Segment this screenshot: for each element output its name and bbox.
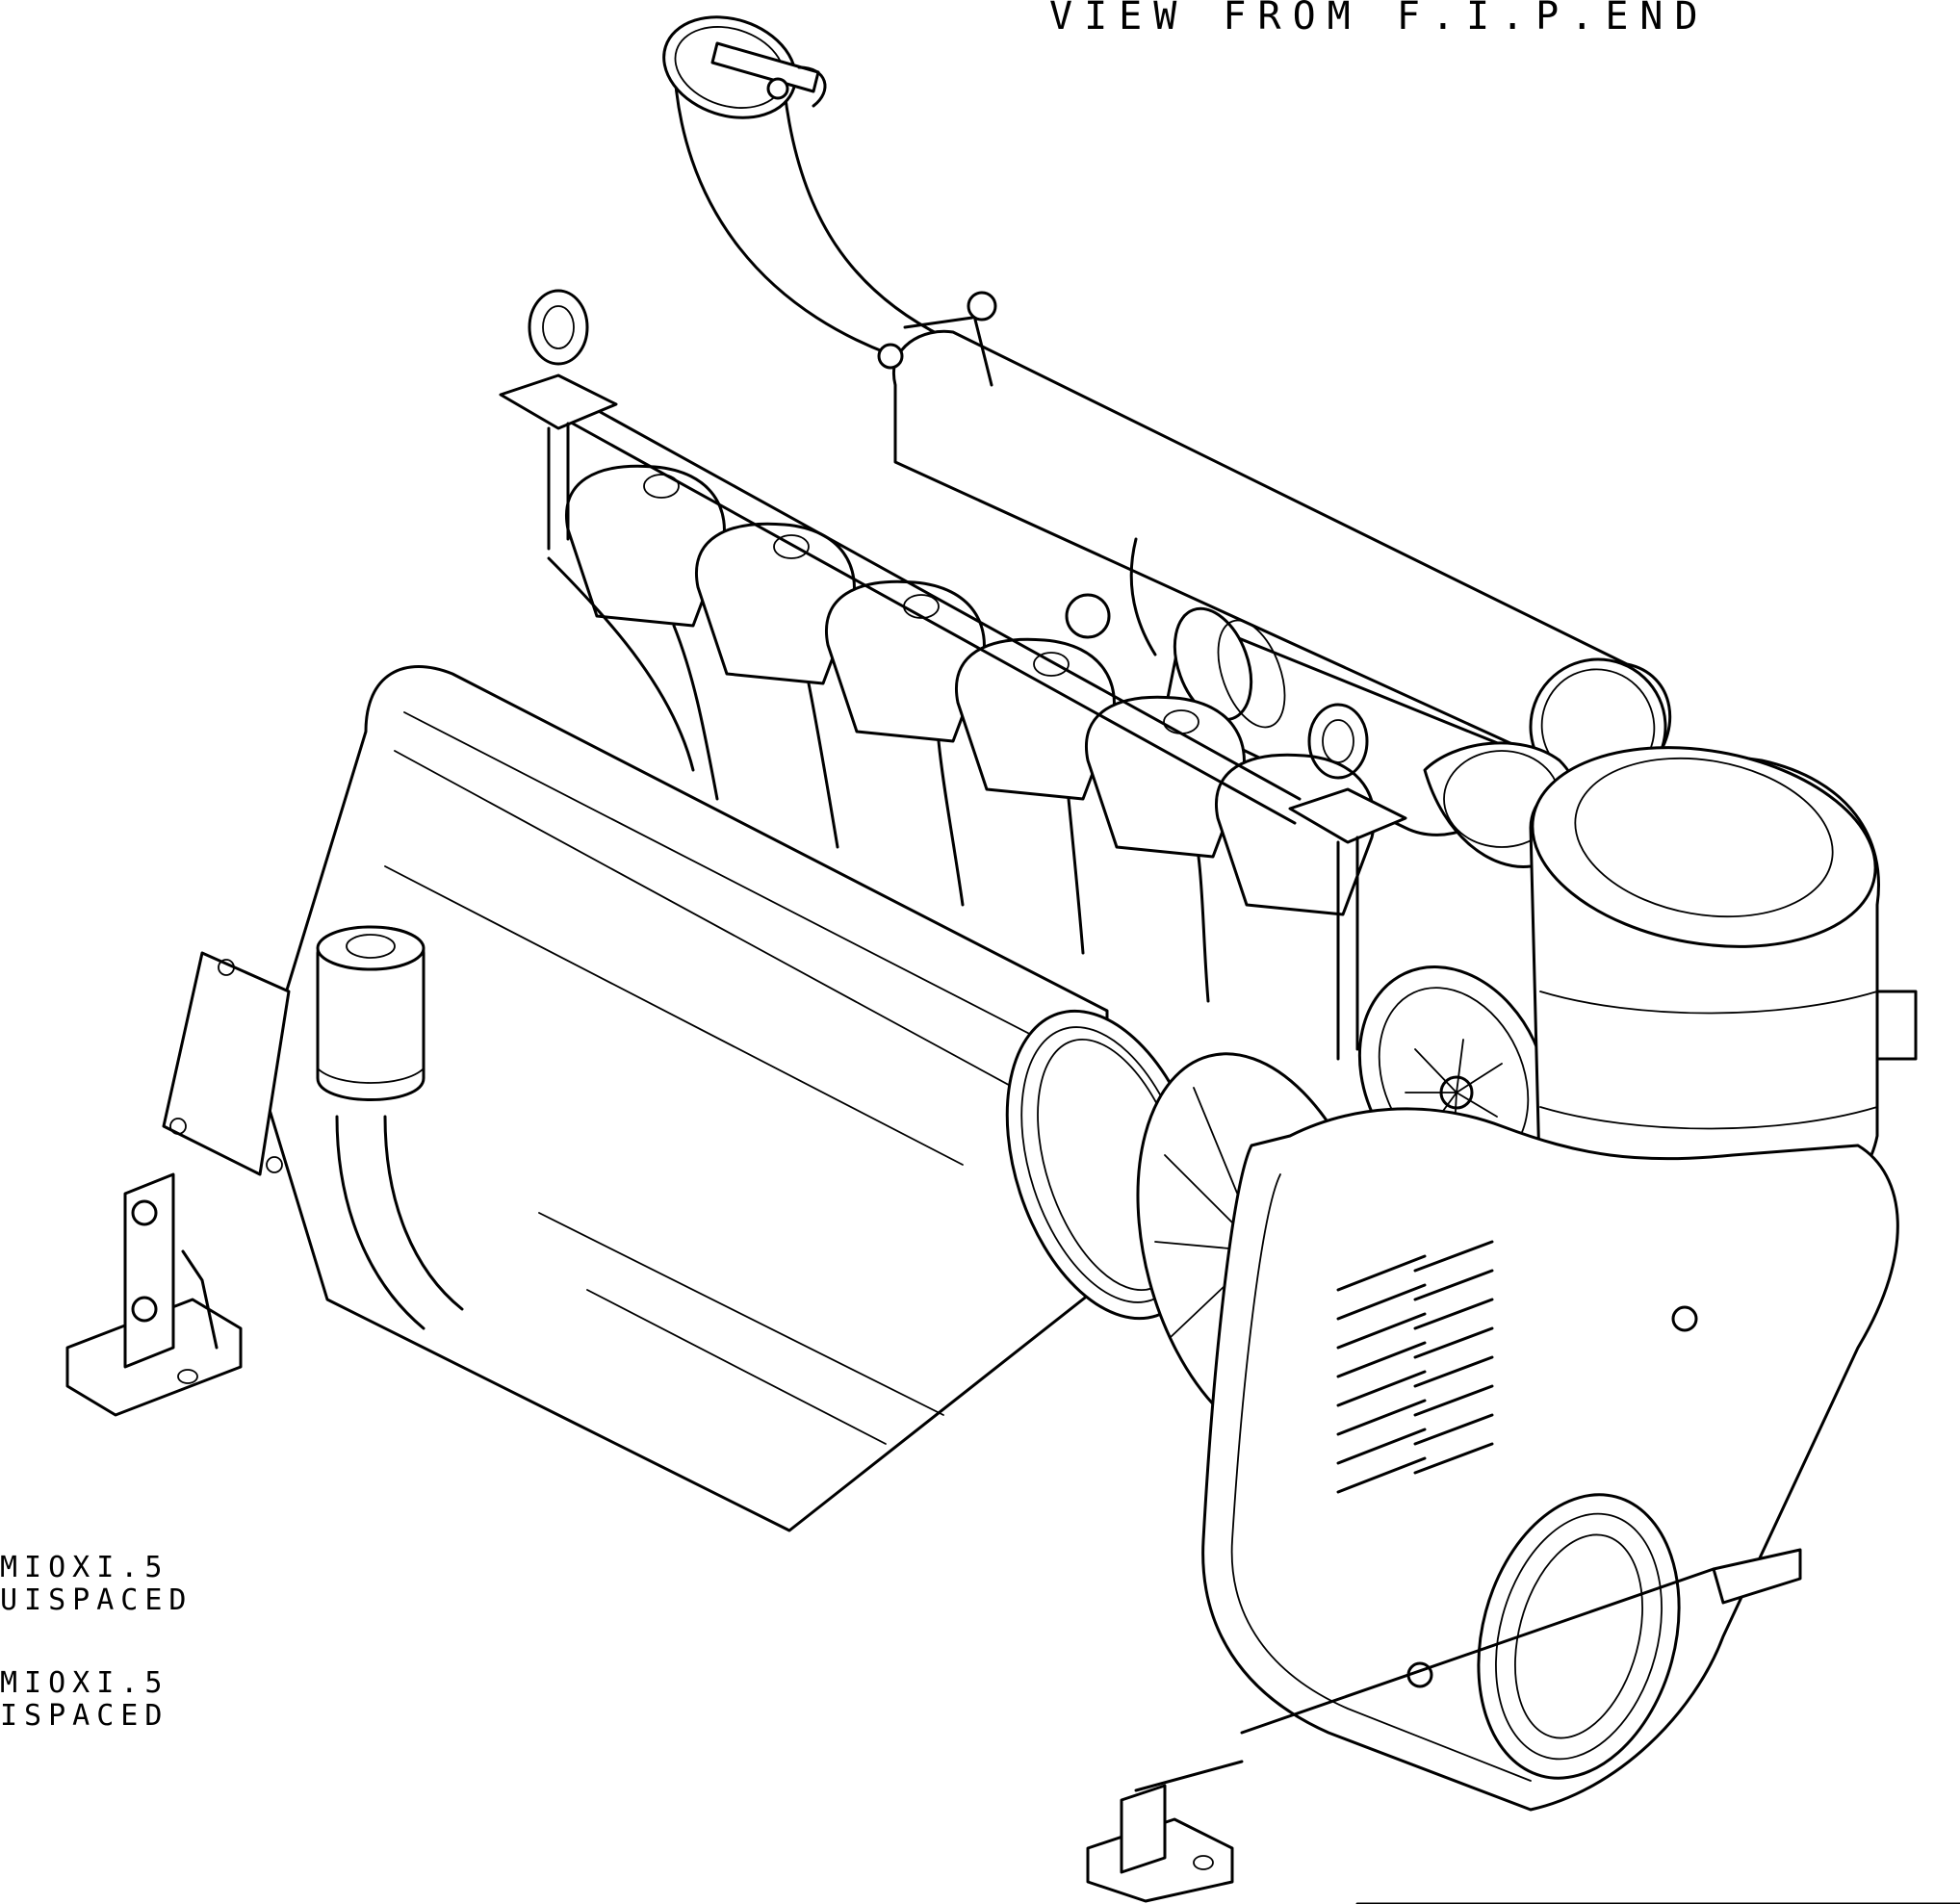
exhaust-pipe — [662, 15, 945, 368]
oil-filter — [316, 925, 464, 1330]
air-filter — [1529, 746, 1918, 1224]
side-cover — [162, 951, 291, 1176]
thread-note-2-spacing: ISPACED — [0, 1699, 169, 1733]
injection-lines — [547, 556, 1210, 1003]
mount-feet — [65, 1172, 1234, 1903]
front-cover — [1201, 1107, 1899, 1812]
thread-note-1-spec: MIOXI.5 — [0, 1551, 169, 1584]
engine-block — [258, 665, 1109, 1532]
air-duct — [1163, 606, 1582, 868]
vent-slots — [1336, 1240, 1494, 1494]
thread-note-2-spec: MIOXI.5 — [0, 1666, 169, 1700]
base-rail — [1134, 1567, 1960, 1904]
thread-note-1-spacing: UISPACED — [0, 1583, 193, 1617]
lifting-bar — [499, 289, 1407, 1061]
view-title: VIEW FROM F.I.P.END — [1049, 0, 1710, 39]
